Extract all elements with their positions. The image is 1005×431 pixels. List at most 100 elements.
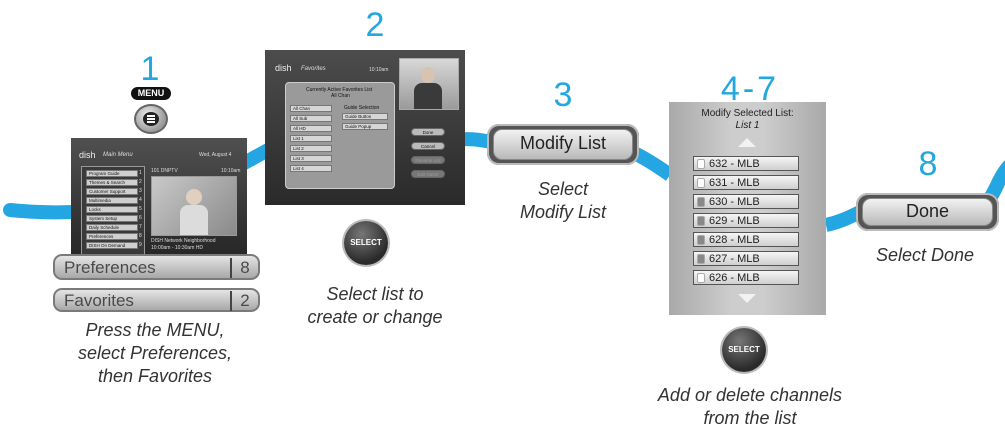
video-caption-1: DISH Network Neighborhood xyxy=(151,238,216,244)
preferences-button-number: 8 xyxy=(230,258,258,278)
favorites-screen: dish Favorites 10:10am Currently Active … xyxy=(265,50,465,205)
anchor-figure xyxy=(421,67,435,83)
favorites-list-item[interactable]: All Chan xyxy=(290,105,332,112)
channel-row[interactable]: 630 - MLB xyxy=(693,194,799,209)
main-menu-item[interactable]: System Setup xyxy=(86,215,138,222)
main-menu-item-number: 3 xyxy=(139,188,142,194)
favorites-video xyxy=(399,58,459,110)
main-menu-item[interactable]: Daily Schedule xyxy=(86,224,138,231)
channel-row[interactable]: 628 - MLB xyxy=(693,232,799,247)
flow-line-path xyxy=(984,160,1005,203)
main-menu-date: Wed, August 4 xyxy=(199,152,232,158)
done-button[interactable]: Done xyxy=(856,193,999,231)
guide-selection-label: Guide Selection xyxy=(344,105,380,111)
caption-line: Modify List xyxy=(519,202,607,222)
main-menu-item[interactable]: Preferences xyxy=(86,233,138,240)
main-menu-item-number: 2 xyxy=(139,179,142,185)
favorites-cancel-button[interactable]: Cancel xyxy=(411,142,445,150)
step-4-7-caption: Add or delete channels from the list xyxy=(620,384,880,430)
favorites-rename-button[interactable]: Rename List xyxy=(411,156,445,164)
channel-label: 631 - MLB xyxy=(709,177,760,189)
caption-line: Select xyxy=(537,179,589,199)
scroll-up-icon[interactable] xyxy=(738,138,756,147)
favorites-panel: Currently Active Favorites List All Chan… xyxy=(285,82,395,189)
checkbox-icon xyxy=(697,273,705,283)
main-menu-item-number: 9 xyxy=(139,242,142,248)
guide-option[interactable]: Guide Popup xyxy=(342,123,388,130)
menu-icon xyxy=(143,112,159,126)
select-button[interactable]: SELECT xyxy=(722,328,766,372)
favorites-button-label: Favorites xyxy=(64,291,134,310)
channel-row[interactable]: 627 - MLB xyxy=(693,251,799,266)
main-menu-item-number: 5 xyxy=(139,206,142,212)
favorites-done-button[interactable]: Done xyxy=(411,128,445,136)
main-menu-item[interactable]: Multimedia xyxy=(86,197,138,204)
remote-menu-label-text: MENU xyxy=(137,88,165,98)
channel-row[interactable]: 632 - MLB xyxy=(693,156,799,171)
preferences-button[interactable]: Preferences 8 xyxy=(53,254,260,280)
favorites-list-item[interactable]: All HD xyxy=(290,125,332,132)
person-figure xyxy=(186,189,202,205)
select-button[interactable]: SELECT xyxy=(344,221,388,265)
checkbox-icon xyxy=(697,159,705,169)
favorites-list-item[interactable]: List 1 xyxy=(290,135,332,142)
favorites-screen-title: Favorites xyxy=(301,66,326,72)
video-preview xyxy=(151,176,237,236)
caption-line: Press the MENU, xyxy=(85,320,225,340)
channel-row[interactable]: 626 - MLB xyxy=(693,270,799,285)
main-menu-screen: dish Main Menu Wed, August 4 Program Gui… xyxy=(71,138,247,262)
flow-line-path xyxy=(824,205,864,232)
favorites-list-item[interactable]: List 2 xyxy=(290,145,332,152)
step-4-7-number: 4-7 xyxy=(720,70,780,108)
channel-label: 630 - MLB xyxy=(709,196,760,208)
step-2-number: 2 xyxy=(365,6,385,44)
step-1-caption: Press the MENU, select Preferences, then… xyxy=(40,319,270,388)
step-1-number: 1 xyxy=(140,50,160,88)
panel-title-2: All Chan xyxy=(331,93,350,99)
favorites-list-item[interactable]: All Sub xyxy=(290,115,332,122)
scroll-down-icon[interactable] xyxy=(738,294,756,303)
remote-menu-label: MENU xyxy=(131,87,171,100)
main-menu-item-number: 1 xyxy=(139,170,142,176)
channel-label: 632 - MLB xyxy=(709,158,760,170)
channel-label: 629 - MLB xyxy=(709,215,760,227)
main-menu-item[interactable]: DISH On Demand xyxy=(86,242,138,249)
main-menu-item[interactable]: Program Guide xyxy=(86,170,138,177)
panel-title-1: Currently Active Favorites List xyxy=(306,87,373,93)
channel-label: 628 - MLB xyxy=(709,234,760,246)
checkbox-icon xyxy=(697,254,705,264)
checkbox-icon xyxy=(697,216,705,226)
main-menu-item-number: 6 xyxy=(139,215,142,221)
caption-line: Select list to xyxy=(326,284,424,304)
main-menu-item[interactable]: Customer Support xyxy=(86,188,138,195)
main-menu-item[interactable]: Locks xyxy=(86,206,138,213)
main-menu-item-number: 4 xyxy=(139,197,142,203)
remote-menu-button[interactable] xyxy=(134,104,168,134)
step-3-number: 3 xyxy=(553,76,573,114)
video-caption-2: 10:00am - 10:30am HD xyxy=(151,245,203,251)
favorites-screen-time: 10:10am xyxy=(369,67,389,73)
channel-row[interactable]: 629 - MLB xyxy=(693,213,799,228)
dish-logo: dish xyxy=(275,63,292,73)
step-8-number: 8 xyxy=(918,145,938,183)
channel-row[interactable]: 631 - MLB xyxy=(693,175,799,190)
dish-logo: dish xyxy=(79,150,96,160)
step-3-caption: Select Modify List xyxy=(498,178,628,224)
anchor-body xyxy=(414,83,442,109)
main-menu-item[interactable]: Themes & Search xyxy=(86,179,138,186)
video-channel: 101 DNPTV xyxy=(151,168,178,174)
modify-list-button[interactable]: Modify List xyxy=(487,124,639,165)
person-body xyxy=(180,205,208,235)
favorites-list-item[interactable]: List 4 xyxy=(290,165,332,172)
checkbox-icon xyxy=(697,197,705,207)
preferences-button-label: Preferences xyxy=(64,258,156,277)
checkbox-icon xyxy=(697,178,705,188)
checkbox-icon xyxy=(697,235,705,245)
favorites-button-number: 2 xyxy=(230,291,258,311)
step-8-caption: Select Done xyxy=(875,245,975,265)
caption-line: from the list xyxy=(703,408,797,428)
guide-option[interactable]: Guide Button xyxy=(342,113,388,120)
favorites-button[interactable]: Favorites 2 xyxy=(53,288,260,312)
favorites-list-item[interactable]: List 3 xyxy=(290,155,332,162)
favorites-edit-button[interactable]: Edit Name xyxy=(411,170,445,178)
